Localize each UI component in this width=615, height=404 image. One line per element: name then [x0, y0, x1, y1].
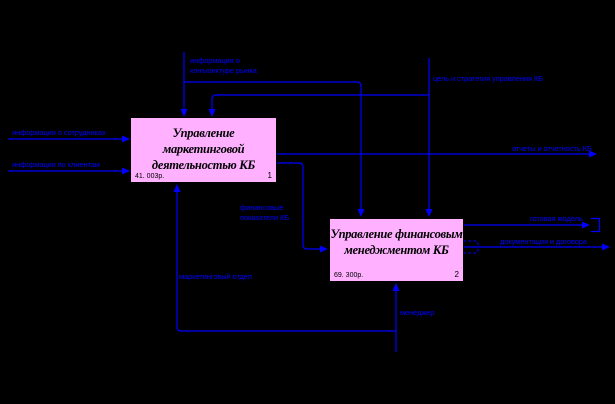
arrow-label-documentation: документация и договора — [500, 237, 587, 246]
activity-title: Управление маркетинговой деятельностью К… — [151, 126, 256, 172]
activity-cost: 41. 003р. — [135, 173, 165, 180]
activity-box-finance[interactable]: Управление финансовым менеджментом КБ 69… — [329, 218, 464, 282]
arrow-market-info-branch — [184, 81, 362, 210]
arrow-label-fin-indicators: финансовые показатели КБ — [240, 203, 290, 222]
activity-cost: 69. 300р. — [334, 272, 364, 279]
arrow-fin-indicators — [277, 162, 321, 250]
arrowheads — [122, 109, 610, 291]
boundary-bracket — [591, 217, 601, 233]
activity-number: 1 — [267, 171, 272, 180]
activity-box-marketing[interactable]: Управление маркетинговой деятельностью К… — [130, 117, 277, 183]
arrow-marketing-dept — [176, 191, 396, 332]
tunnel-marks — [461, 240, 479, 254]
arrow-label-manager: менеджер — [400, 308, 435, 317]
arrow-label-reports: отчеты и отчетность КБ — [512, 144, 592, 153]
arrow-label-market-info: информация о конъюнктуре рынка — [190, 56, 257, 75]
arrow-goal-strategy-branch — [211, 94, 429, 110]
arrow-label-ready-model: готовая модель — [530, 214, 583, 223]
arrow-label-goal-strategy: цель и стратегия управления КБ — [433, 74, 544, 83]
arrow-label-staff-info: информация о сотрудниках — [12, 128, 106, 137]
arrow-label-marketing-dept: маркетинговый отдел — [179, 272, 252, 281]
arrow-label-client-info: информация по клиентам — [12, 160, 100, 169]
activity-title: Управление финансовым менеджментом КБ — [330, 227, 463, 257]
activity-number: 2 — [454, 270, 459, 279]
